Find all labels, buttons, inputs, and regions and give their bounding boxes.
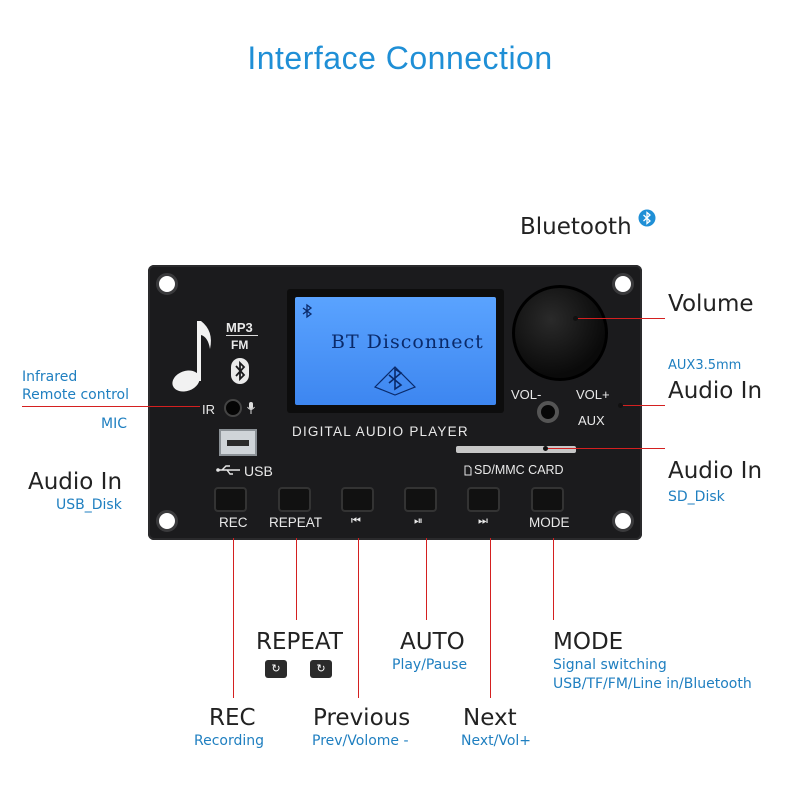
play-pause-icon: ⏯ [414, 515, 423, 527]
repeat-button-label: REPEAT [269, 515, 323, 530]
usb-label: USB [244, 463, 273, 479]
sd-card-icon [464, 465, 472, 476]
bluetooth-badge-icon [638, 209, 656, 227]
mode-sub-label-2: USB/TF/FM/Line in/Bluetooth [553, 676, 752, 692]
sd-audio-in-label: Audio In [668, 458, 763, 484]
aux-label: AUX [578, 413, 605, 428]
usb-sub-label: USB_Disk [56, 497, 122, 513]
page-title: Interface Connection [247, 40, 553, 76]
ir-label: IR [202, 402, 215, 417]
mode-label: MODE [553, 629, 624, 655]
bluetooth-label: Bluetooth [520, 214, 632, 240]
sd-sub-label: SD_Disk [668, 489, 725, 505]
aux-leader-line [620, 405, 665, 406]
previous-sub-label: Prev/Volome - [312, 733, 409, 749]
mode-button[interactable] [531, 487, 564, 512]
rec-label: REC [209, 705, 256, 731]
rec-button-label: REC [219, 515, 248, 530]
volume-leader-line [575, 318, 665, 319]
vol-plus-label: VOL+ [576, 387, 610, 402]
mode-button-label: MODE [529, 515, 570, 530]
remote-control-label: Remote control [22, 387, 129, 403]
previous-leader-line [358, 538, 359, 698]
volume-knob[interactable] [512, 285, 608, 381]
rec-leader-line [233, 538, 234, 698]
infrared-label: Infrared [22, 369, 78, 385]
lcd-display: BT Disconnect [287, 289, 504, 413]
mode-sub-label-1: Signal switching [553, 657, 667, 673]
mp3-divider [226, 335, 258, 336]
mode-leader-line [553, 538, 554, 620]
next-sub-label: Next/Vol+ [461, 733, 532, 749]
usb-audio-in-label: Audio In [28, 469, 123, 495]
rec-sub-label: Recording [194, 733, 265, 749]
previous-label: Previous [313, 705, 411, 731]
repeat-one-icon: ↻ [310, 660, 332, 678]
rec-button[interactable] [214, 487, 247, 512]
lcd-status-text: BT Disconnect [331, 331, 484, 353]
mp3-label: MP3 [226, 320, 253, 335]
aux-leader-dot [618, 403, 623, 408]
lcd-bluetooth-icon [302, 303, 313, 319]
next-button[interactable] [467, 487, 500, 512]
repeat-label: REPEAT [256, 629, 343, 655]
repeat-button[interactable] [278, 487, 311, 512]
music-note-icon [172, 321, 211, 392]
usb-port [219, 429, 257, 456]
auto-label: AUTO [400, 629, 465, 655]
mount-hole-bottom-left [156, 510, 178, 532]
previous-icon: ⏮ [351, 515, 361, 527]
aux-sub-label: AUX3.5mm [668, 358, 742, 373]
bluetooth-logo-icon [231, 358, 249, 384]
auto-leader-line [426, 538, 427, 620]
infrared-leader-line [22, 406, 200, 407]
repeat-all-icon: ↻ [265, 660, 287, 678]
lcd-screen: BT Disconnect [295, 297, 496, 405]
mount-hole-top-left [156, 273, 178, 295]
mount-hole-top-right [612, 273, 634, 295]
volume-label: Volume [668, 291, 754, 317]
vol-minus-label: VOL- [511, 387, 542, 402]
aux-jack [537, 401, 559, 423]
next-icon: ⏭ [478, 515, 488, 527]
next-leader-line [490, 538, 491, 698]
play-pause-button[interactable] [404, 487, 437, 512]
next-label: Next [463, 705, 517, 731]
sd-leader-dot [543, 446, 548, 451]
aux-audio-in-label: Audio In [668, 378, 763, 404]
auto-sub-label: Play/Pause [392, 657, 468, 673]
sd-leader-line [545, 448, 665, 449]
usb-symbol-icon [216, 465, 240, 475]
mic-icon [247, 402, 255, 414]
volume-leader-dot [573, 316, 578, 321]
mount-hole-bottom-right [612, 510, 634, 532]
digital-audio-player-label: DIGITAL AUDIO PLAYER [292, 424, 469, 439]
sd-card-slot [456, 446, 576, 453]
mic-label: MIC [101, 416, 127, 432]
ir-sensor [224, 399, 242, 417]
previous-button[interactable] [341, 487, 374, 512]
audio-player-board: MP3 FM IR USB BT Disconnect DIGITAL AUDI… [148, 265, 642, 540]
fm-label: FM [231, 338, 249, 352]
repeat-leader-line [296, 538, 297, 620]
sd-mmc-card-label: SD/MMC CARD [474, 463, 564, 477]
lcd-bluetooth-graphic-icon [373, 366, 417, 396]
